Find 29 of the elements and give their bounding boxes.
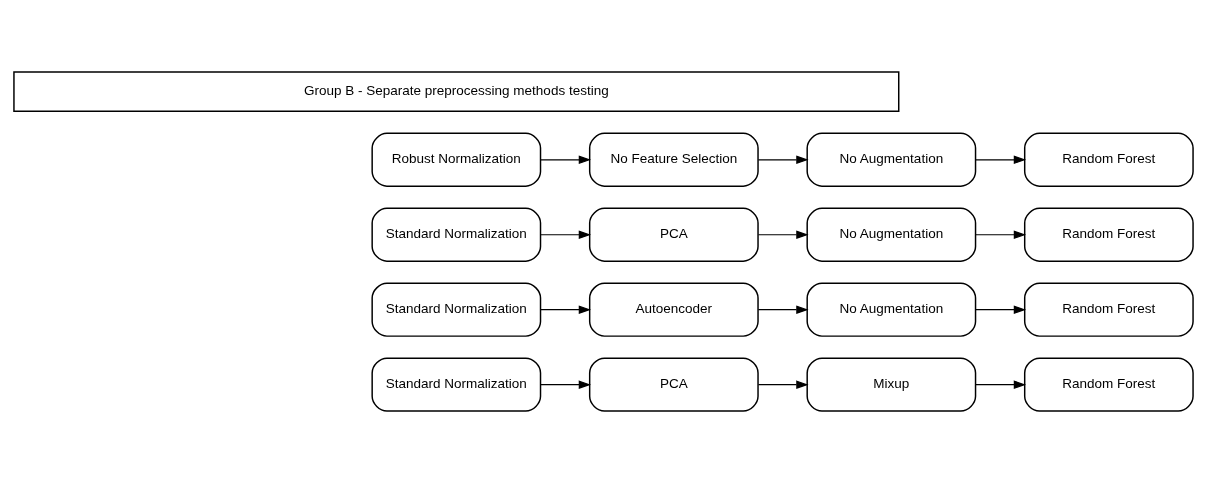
node-box: No Augmentation	[806, 132, 977, 187]
arrow	[975, 154, 1027, 164]
node-box: Group B - Separate preprocessing methods testing	[13, 70, 900, 112]
node-box: Random Forest	[1023, 357, 1194, 412]
arrow	[757, 304, 809, 314]
node-box: PCA	[588, 207, 759, 262]
node-box: No Augmentation	[806, 282, 977, 337]
arrow	[975, 379, 1027, 389]
node-box: Random Forest	[1023, 282, 1194, 337]
arrow	[540, 304, 592, 314]
node-box: Mixup	[806, 357, 977, 412]
arrow	[540, 379, 592, 389]
node-box: Autoencoder	[588, 282, 759, 337]
node-box: No Augmentation	[806, 207, 977, 262]
node-box: No Feature Selection	[588, 132, 759, 187]
node-box: Random Forest	[1023, 207, 1194, 262]
node-box: Robust Normalization	[371, 132, 542, 187]
arrow	[757, 379, 809, 389]
node-box: PCA	[588, 357, 759, 412]
node-box: Random Forest	[1023, 132, 1194, 187]
arrow	[757, 229, 809, 239]
arrow	[975, 304, 1027, 314]
node-box: Standard Normalization	[371, 282, 542, 337]
arrow	[757, 154, 809, 164]
arrow	[540, 154, 592, 164]
node-box: Standard Normalization	[371, 357, 542, 412]
arrow	[540, 229, 592, 239]
node-box: Standard Normalization	[371, 207, 542, 262]
arrow	[975, 229, 1027, 239]
